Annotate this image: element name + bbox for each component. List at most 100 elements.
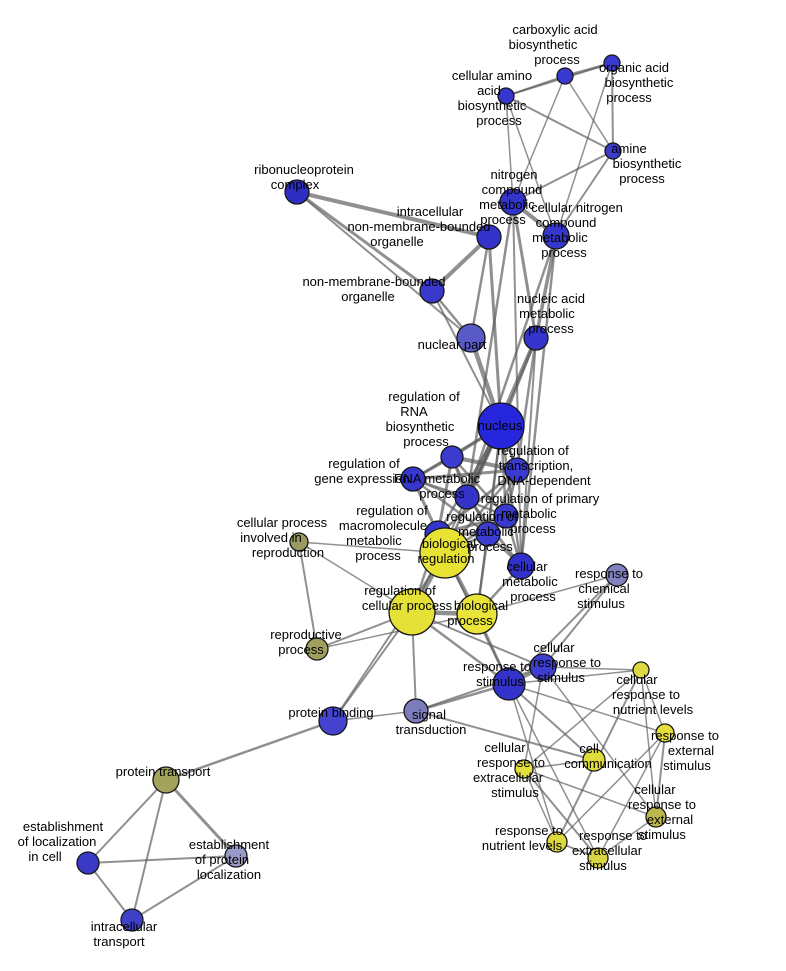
node-nucleus[interactable]	[477, 402, 525, 450]
edge-estlocincell--intracelltransport	[87, 862, 133, 921]
node-rnp[interactable]	[284, 179, 310, 205]
node-organicacid[interactable]	[603, 54, 621, 72]
node-regprimary[interactable]	[493, 503, 519, 529]
node-regmetabolic[interactable]	[475, 521, 501, 547]
node-label-respstim-0: response to	[463, 659, 531, 674]
node-estlocincell[interactable]	[76, 851, 100, 875]
node-label-estlocincell-0: establishment	[23, 819, 104, 834]
node-cellrespextracell[interactable]	[514, 759, 534, 779]
node-cellcomm[interactable]	[582, 748, 606, 772]
node-label-regtranscription-0: regulation of	[497, 443, 569, 458]
node-signaltrans[interactable]	[403, 698, 429, 724]
node-label-carboxylic-0: carboxylic acid	[512, 22, 597, 37]
node-label-respextracell-1: extracellular	[572, 843, 643, 858]
edge-proteinbinding--bioregulation	[332, 552, 446, 722]
edge-respstim--cellrespnutrient	[508, 669, 642, 685]
node-bioregulation[interactable]	[419, 527, 471, 579]
node-label-cellprocrepro-2: reproduction	[252, 545, 324, 560]
edge-respstim--respextracell	[508, 683, 599, 859]
node-respstim[interactable]	[492, 667, 526, 701]
node-label-regtranscription-1: transcription,	[499, 458, 573, 473]
node-label-amine-2: process	[619, 171, 665, 186]
node-label-intranmbo-1: non-membrane-bounded	[347, 219, 490, 234]
node-nitrogen[interactable]	[499, 188, 527, 216]
node-label-cellrespextracell-3: stimulus	[491, 785, 539, 800]
edge-cellrespextracell--respextracell	[523, 768, 599, 859]
edge-amine--cellnitrogen	[555, 150, 614, 237]
node-respnutrient[interactable]	[546, 831, 568, 853]
node-label-regrna-3: process	[403, 434, 449, 449]
node-respextracell[interactable]	[587, 847, 609, 869]
node-regtranscription[interactable]	[504, 457, 530, 483]
node-rnametabolic[interactable]	[454, 484, 480, 510]
edge-proteintransport--estlocincell	[87, 779, 167, 864]
node-cellrespnutrient[interactable]	[632, 661, 650, 679]
node-intranmbo[interactable]	[476, 224, 502, 250]
edge-cellrespnutrient--cellrespextracell	[523, 669, 642, 770]
node-label-estlocincell-1: of localization	[18, 834, 97, 849]
edge-respstim--respnutrient	[508, 683, 558, 843]
node-regrna[interactable]	[440, 445, 464, 469]
node-estproteinloc[interactable]	[224, 844, 248, 868]
node-regcellproc[interactable]	[388, 588, 436, 636]
edge-amine--nitrogen	[512, 150, 614, 203]
edge-aminoacid--cellnitrogen	[505, 95, 557, 237]
node-label-intranmbo-2: organelle	[370, 234, 424, 249]
node-label-intracelltransport-1: transport	[93, 934, 145, 949]
node-label-regrna-0: regulation of	[388, 389, 460, 404]
node-nmbo[interactable]	[419, 278, 445, 304]
edge-respstim--respexternal	[508, 683, 666, 734]
node-label-regprimary-0: regulation of primary	[481, 491, 600, 506]
node-label-carboxylic-2: process	[534, 52, 580, 67]
node-cellrespexternal[interactable]	[645, 806, 667, 828]
node-proteinbinding[interactable]	[318, 706, 348, 736]
node-label-organicacid-2: process	[606, 90, 652, 105]
edge-proteintransport--intracelltransport	[131, 779, 167, 921]
node-label-reproproc-0: reproductive	[270, 627, 342, 642]
edge-aminoacid--amine	[505, 95, 614, 152]
edge-cellnitrogen--nucleicacid	[534, 234, 558, 340]
node-cellrespstim[interactable]	[529, 653, 557, 681]
node-cellprocrepro[interactable]	[289, 532, 309, 552]
node-label-nucleicacid-1: metabolic	[519, 306, 575, 321]
node-cellmetabolic[interactable]	[507, 552, 535, 580]
node-label-cellrespnutrient-1: response to	[612, 687, 680, 702]
node-reproproc[interactable]	[305, 637, 329, 661]
edge-nitrogen--nucleicacid	[511, 200, 538, 340]
node-label-estproteinloc-1: of protein	[195, 852, 249, 867]
node-label-nmbo-1: organelle	[341, 289, 395, 304]
node-respexternal[interactable]	[655, 723, 675, 743]
node-carboxylic[interactable]	[556, 67, 574, 85]
node-label-bioregulation-1: regulation	[417, 551, 474, 566]
node-label-cellprocrepro-0: cellular process	[237, 515, 328, 530]
node-label-cellnitrogen-2: metabolic	[532, 230, 588, 245]
node-label-cellrespextracell-0: cellular	[484, 740, 526, 755]
node-aminoacid[interactable]	[497, 87, 515, 105]
node-label-respstim-1: stimulus	[476, 674, 524, 689]
node-nucleicacid[interactable]	[523, 325, 549, 351]
node-bioprocess[interactable]	[456, 593, 498, 635]
node-label-cellnitrogen-1: compound	[536, 215, 597, 230]
node-label-cellrespexternal-0: cellular	[634, 782, 676, 797]
edge-respexternal--respextracell	[597, 732, 666, 859]
node-proteintransport[interactable]	[152, 766, 180, 794]
node-reggene[interactable]	[400, 466, 426, 492]
node-intracelltransport[interactable]	[120, 908, 144, 932]
edge-cellnitrogen--rnametabolic	[465, 234, 558, 499]
node-nuclearpart[interactable]	[456, 323, 486, 353]
edge-cellrespstim--cellrespextracell	[523, 666, 544, 770]
edge-nucleicacid--cellmetabolic	[520, 337, 537, 567]
node-label-amine-0: amine	[611, 141, 646, 156]
edge-proteintransport--estproteinloc	[164, 778, 238, 858]
node-amine[interactable]	[604, 142, 622, 160]
node-cellnitrogen[interactable]	[542, 222, 570, 250]
edge-cellrespstim--regcellproc	[411, 611, 544, 668]
node-label-bioprocess-1: process	[447, 613, 493, 628]
node-respchemical[interactable]	[605, 563, 629, 587]
edge-estproteinloc--intracelltransport	[131, 855, 237, 921]
edge-carboxylic--nitrogen	[512, 75, 566, 203]
node-label-rnametabolic-1: process	[419, 486, 465, 501]
edge-cellrespstim--respchemical	[542, 574, 618, 668]
